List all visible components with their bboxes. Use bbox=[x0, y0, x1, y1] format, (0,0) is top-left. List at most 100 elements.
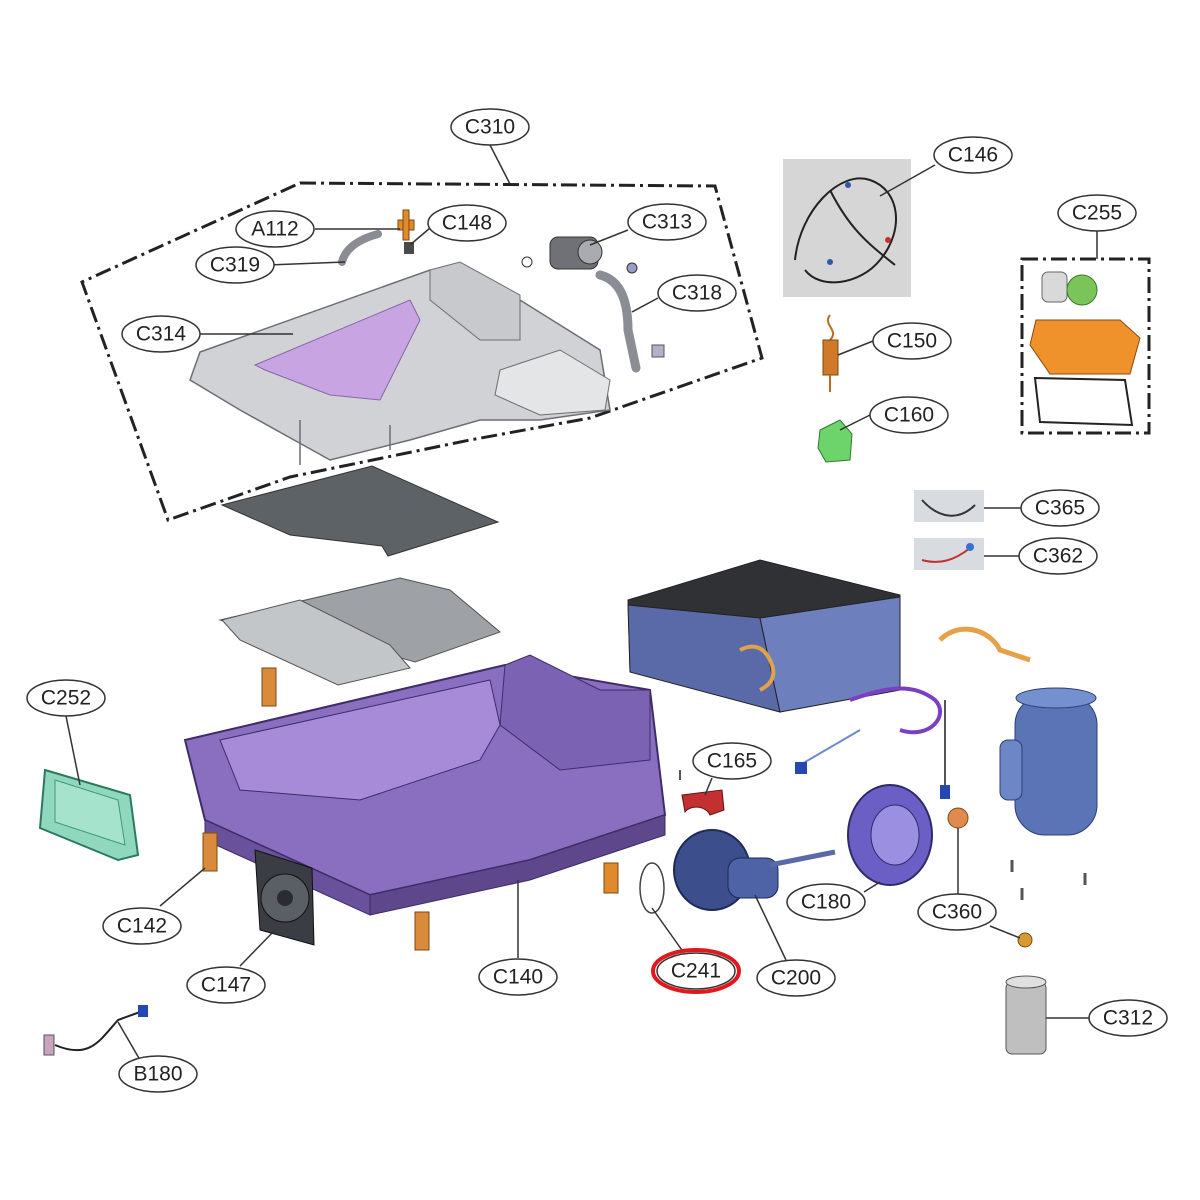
callout-c241: C241 bbox=[651, 948, 741, 994]
callout-label: C312 bbox=[1103, 1007, 1153, 1030]
leader-c180 bbox=[863, 881, 881, 893]
callout-label: B180 bbox=[133, 1063, 182, 1086]
leader-c147 bbox=[239, 929, 276, 967]
sensor-part bbox=[43, 1005, 148, 1056]
motor-bracket-part bbox=[681, 789, 725, 816]
hose-part bbox=[338, 230, 382, 266]
callout-label: C241 bbox=[671, 960, 721, 983]
mounting-screws-part bbox=[1010, 860, 1087, 900]
callout-c146: C146 bbox=[933, 136, 1013, 174]
bushing-part bbox=[947, 807, 969, 829]
callout-label: C313 bbox=[642, 211, 692, 234]
leader-c310 bbox=[489, 144, 511, 185]
callout-label: C160 bbox=[884, 404, 934, 427]
capacitor-part bbox=[1005, 975, 1047, 1055]
evaporator-coil-part bbox=[627, 559, 901, 713]
leader-c241 bbox=[651, 907, 685, 954]
coupling-part bbox=[603, 862, 619, 894]
wire-harness-photo bbox=[783, 159, 911, 297]
callout-c252: C252 bbox=[26, 679, 106, 717]
pump-part bbox=[521, 236, 638, 274]
callout-c365: C365 bbox=[1020, 489, 1100, 527]
clip-part bbox=[817, 419, 853, 463]
leader-c360b bbox=[989, 925, 1021, 939]
callout-label: C148 bbox=[442, 212, 492, 235]
callout-label: A112 bbox=[251, 218, 299, 241]
callout-c314: C314 bbox=[121, 315, 201, 353]
callout-c319: C319 bbox=[195, 246, 275, 284]
cover-plate-part bbox=[38, 768, 140, 862]
leader-c142 bbox=[159, 867, 206, 907]
callout-label: C314 bbox=[136, 323, 187, 346]
callout-label: C150 bbox=[887, 330, 937, 353]
callout-label: C310 bbox=[465, 116, 515, 139]
callout-label: C180 bbox=[801, 891, 851, 914]
drain-pan-part bbox=[189, 261, 611, 465]
callout-label: C319 bbox=[210, 254, 260, 277]
callout-label: C142 bbox=[117, 915, 167, 938]
base-pan-part bbox=[183, 654, 667, 916]
callout-c142: C142 bbox=[102, 907, 182, 945]
axial-fan-part bbox=[254, 849, 315, 946]
callout-c150: C150 bbox=[872, 322, 952, 360]
standoff-part-3 bbox=[414, 911, 430, 951]
callout-b180: B180 bbox=[118, 1055, 198, 1093]
group-boundary-c310 bbox=[80, 181, 764, 522]
callout-label: C165 bbox=[707, 750, 757, 773]
compressor-part bbox=[999, 687, 1098, 836]
fan-motor-part bbox=[673, 829, 836, 911]
callout-c312: C312 bbox=[1088, 999, 1168, 1037]
standoff-part-2 bbox=[202, 832, 218, 872]
fitting-part bbox=[404, 242, 414, 254]
callout-c180: C180 bbox=[786, 883, 866, 921]
callout-label: C140 bbox=[493, 966, 543, 989]
callout-c313: C313 bbox=[627, 203, 707, 241]
leader-c252 bbox=[65, 715, 81, 786]
callout-c255: C255 bbox=[1057, 194, 1137, 232]
callout-label: C360 bbox=[932, 901, 982, 924]
callout-label: C365 bbox=[1035, 497, 1085, 520]
leader-c160 bbox=[839, 414, 871, 431]
callout-label: C318 bbox=[672, 282, 722, 305]
group-boundary-c255 bbox=[1020, 257, 1151, 435]
callout-label: C362 bbox=[1033, 545, 1083, 568]
callout-c140: C140 bbox=[478, 958, 558, 996]
callout-c160: C160 bbox=[869, 396, 949, 434]
callout-label: C200 bbox=[771, 967, 821, 990]
callout-c310: C310 bbox=[450, 108, 530, 146]
callout-c147: C147 bbox=[186, 966, 266, 1004]
leader-b180 bbox=[117, 1021, 141, 1061]
callout-label: C255 bbox=[1072, 202, 1122, 225]
callout-label: C252 bbox=[41, 687, 91, 710]
nut-part bbox=[1017, 932, 1033, 948]
leader-c200 bbox=[754, 894, 787, 961]
wire-c362-photo bbox=[914, 538, 984, 570]
callout-label: C146 bbox=[948, 144, 998, 167]
retaining-ring-part bbox=[639, 862, 665, 914]
callout-c360: C360 bbox=[917, 893, 997, 931]
leader-c318 bbox=[631, 297, 659, 313]
leader-c148 bbox=[409, 227, 431, 246]
drain-tube-part bbox=[595, 270, 641, 373]
rail-part bbox=[221, 599, 411, 686]
highlight-ring bbox=[651, 948, 741, 994]
callout-a112: A112 bbox=[235, 210, 315, 248]
leader-c319 bbox=[267, 261, 346, 266]
float-switch-assembly-part bbox=[1029, 271, 1141, 427]
leader-c313 bbox=[589, 229, 629, 246]
leader-c165 bbox=[704, 777, 713, 796]
tube-fitting-part bbox=[651, 344, 665, 358]
callout-label: C147 bbox=[201, 974, 251, 997]
callout-c200: C200 bbox=[756, 959, 836, 997]
callout-c362: C362 bbox=[1018, 537, 1098, 575]
callout-c165: C165 bbox=[692, 742, 772, 780]
valve-part bbox=[397, 209, 415, 241]
wire-c365-photo bbox=[914, 490, 984, 522]
leader-c150 bbox=[837, 340, 874, 356]
spring-part bbox=[822, 314, 839, 392]
refrigerant-piping-part bbox=[795, 626, 1031, 799]
filter-sheet-part bbox=[220, 465, 500, 557]
callout-c318: C318 bbox=[657, 274, 737, 312]
standoff-part-1 bbox=[261, 667, 277, 707]
